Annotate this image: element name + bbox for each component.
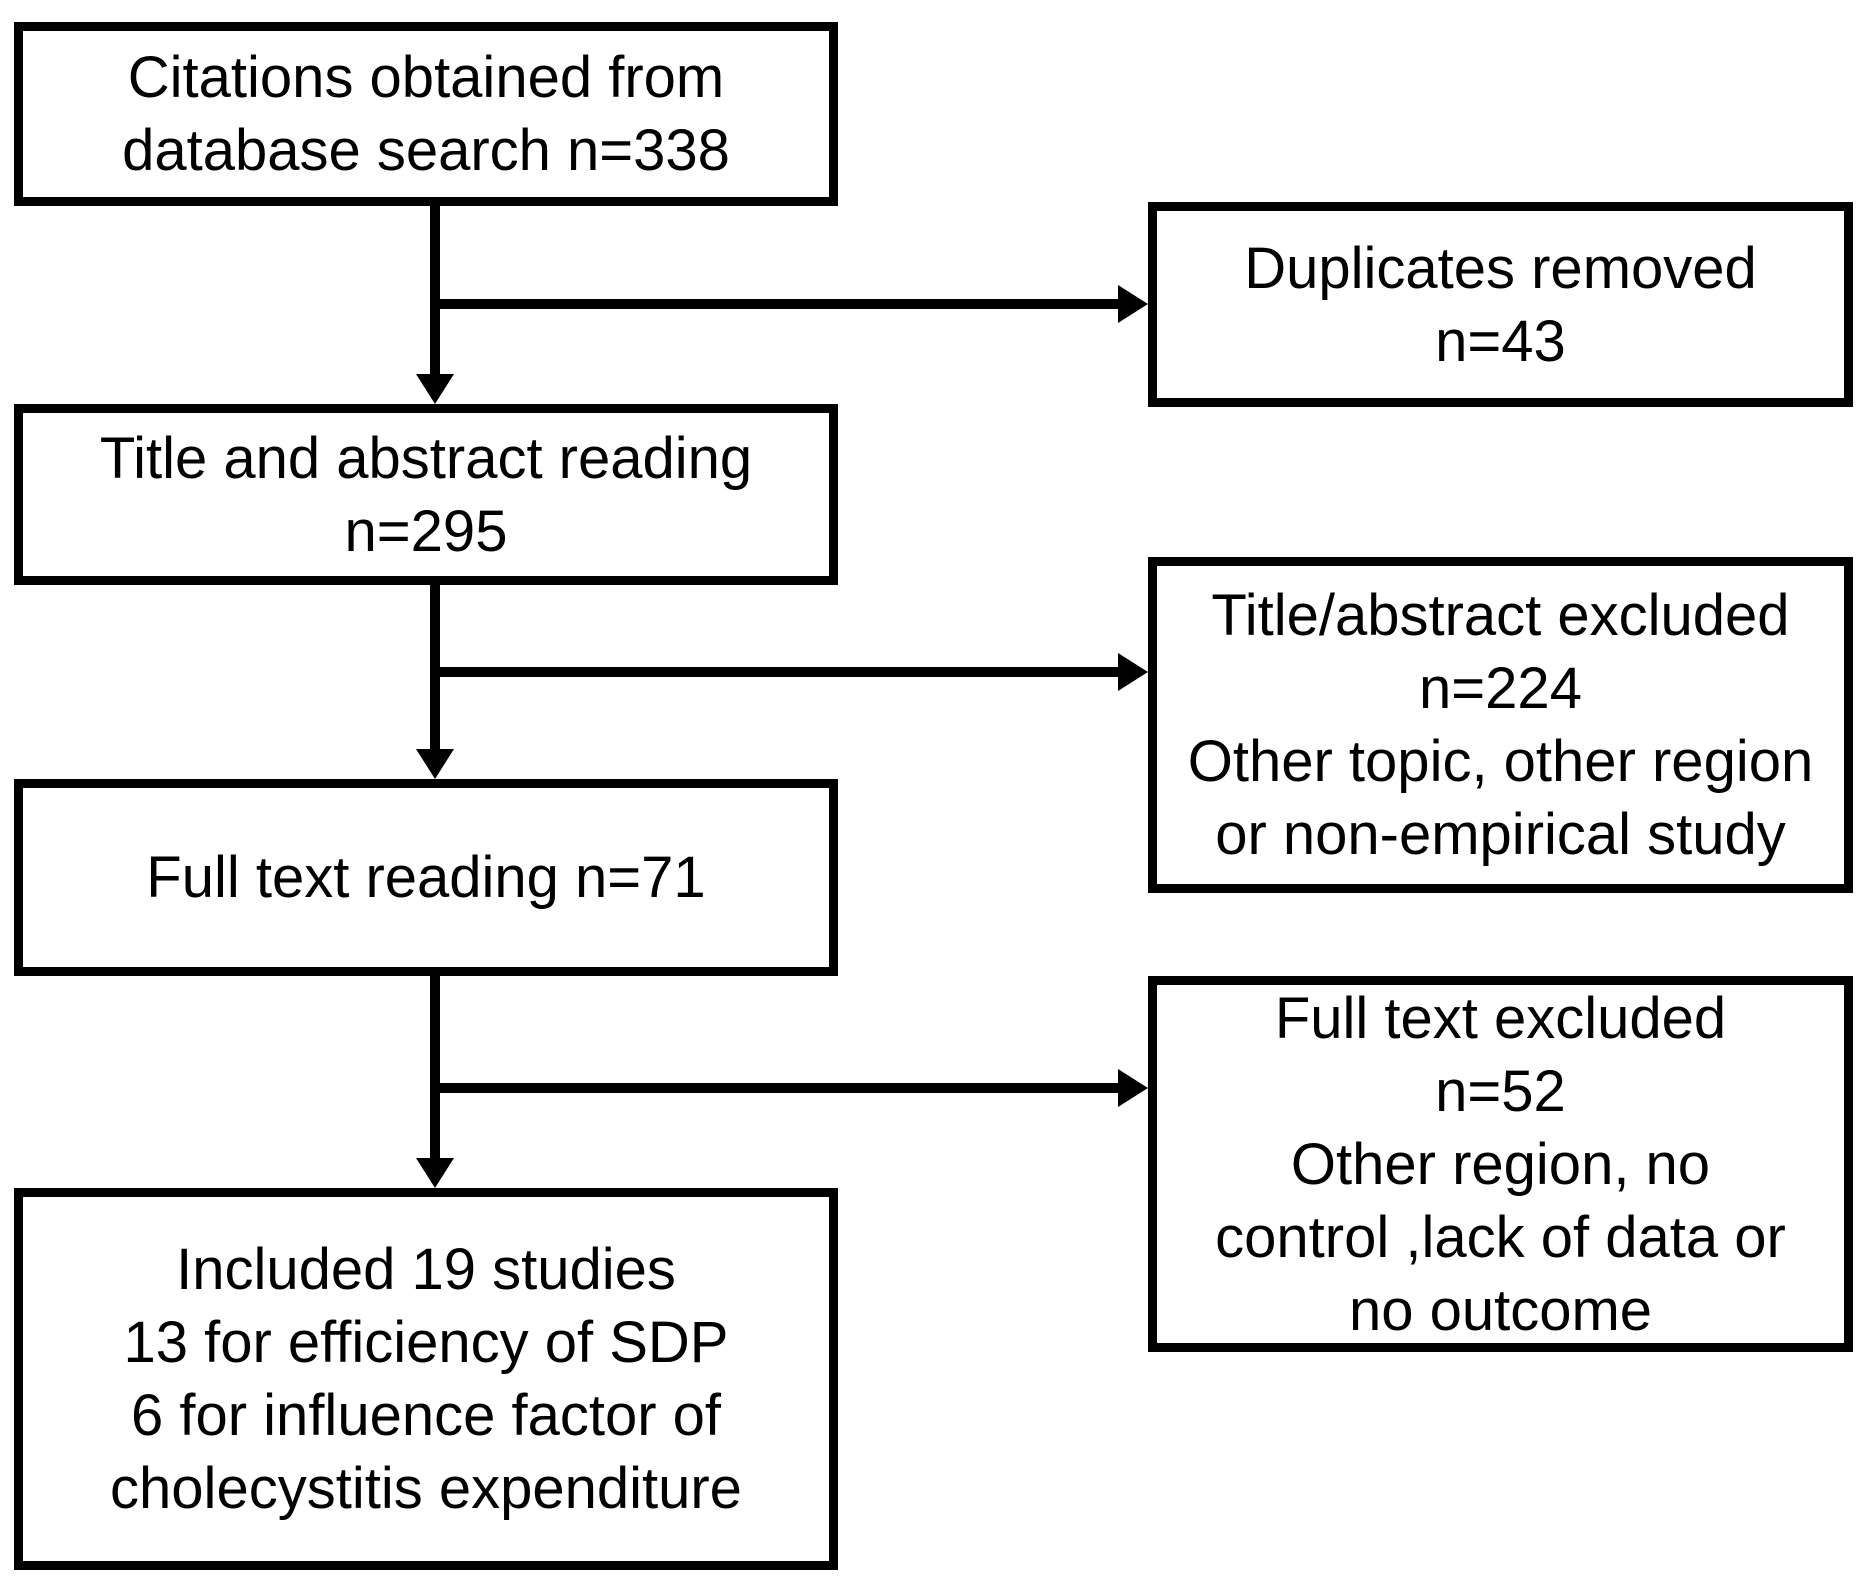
arrow-down-icon xyxy=(416,374,454,404)
node-title-abstract-excluded: Title/abstract excluded n=224 Other topi… xyxy=(1148,557,1853,893)
node-text-line: n=43 xyxy=(1435,308,1566,374)
node-text-line: n=52 xyxy=(1435,1058,1566,1124)
connector-branch-1 xyxy=(430,299,1120,309)
node-text-line: n=295 xyxy=(344,498,508,564)
arrow-right-icon xyxy=(1118,653,1148,691)
node-text-line: Full text excluded xyxy=(1274,985,1727,1051)
node-text-line: Other region, no xyxy=(1290,1131,1711,1197)
node-text-line: Title and abstract reading xyxy=(99,425,753,491)
arrow-right-icon xyxy=(1118,285,1148,323)
node-text-line: 6 for influence factor of xyxy=(131,1383,721,1448)
node-text-line: or non-empirical study xyxy=(1215,802,1786,867)
node-text-line: Citations obtained from xyxy=(127,45,725,110)
arrow-right-icon xyxy=(1118,1069,1148,1107)
node-text-line: Full text reading n=71 xyxy=(146,845,706,910)
node-citations-obtained: Citations obtained from database search … xyxy=(14,22,838,206)
node-included-studies: Included 19 studies 13 for efficiency of… xyxy=(14,1188,838,1570)
node-text-line: n=224 xyxy=(1419,656,1582,721)
node-duplicates-removed: Duplicates removed n=43 xyxy=(1148,202,1853,407)
connector-vertical-3 xyxy=(430,976,440,1160)
node-text-line: no outcome xyxy=(1348,1277,1653,1343)
node-text-line: Duplicates removed xyxy=(1244,235,1757,301)
node-text-line: control ,lack of data or xyxy=(1215,1204,1786,1270)
node-text-line: Other topic, other region xyxy=(1187,729,1814,794)
connector-vertical-1 xyxy=(430,206,440,376)
node-full-text-reading: Full text reading n=71 xyxy=(14,779,838,976)
node-text-line: 13 for efficiency of SDP xyxy=(123,1310,729,1375)
node-text-line: Included 19 studies xyxy=(176,1237,676,1302)
node-text-line: cholecystitis expenditure xyxy=(110,1456,742,1521)
arrow-down-icon xyxy=(416,749,454,779)
node-full-text-excluded: Full text excluded n=52 Other region, no… xyxy=(1148,976,1853,1352)
connector-branch-2 xyxy=(430,667,1120,677)
connector-branch-3 xyxy=(430,1083,1120,1093)
arrow-down-icon xyxy=(416,1158,454,1188)
node-title-abstract-reading: Title and abstract reading n=295 xyxy=(14,404,838,585)
node-text-line: database search n=338 xyxy=(122,118,730,183)
node-text-line: Title/abstract excluded xyxy=(1211,583,1790,648)
